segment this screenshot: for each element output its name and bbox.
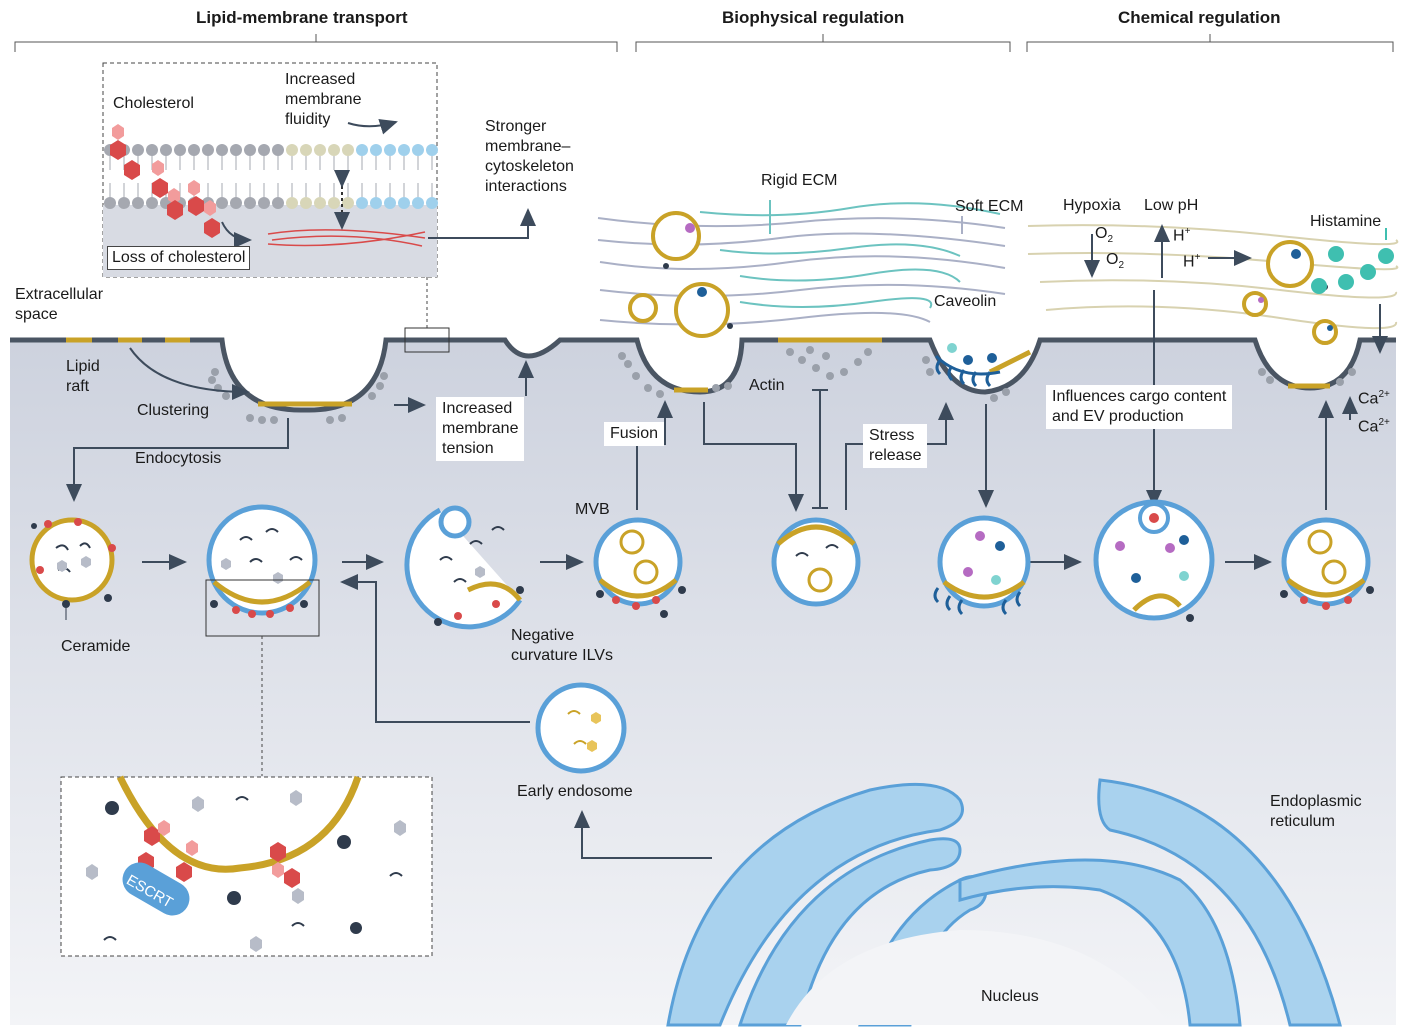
chemical-vesicle-large (1093, 499, 1215, 622)
budding-endosome (404, 505, 524, 630)
stronger-label: Stronger membrane– cytoskeleton interact… (485, 118, 574, 195)
actin-label: Actin (749, 377, 785, 394)
histamine-molecules (1311, 246, 1394, 294)
fluidity-label: Increased membrane fluidity (285, 71, 362, 128)
o2-label-lower: O2 (1106, 251, 1125, 272)
influences-label: Influences cargo content and EV producti… (1046, 385, 1233, 429)
clustering-label: Clustering (137, 402, 210, 419)
ca-label-upper: Ca2+ (1358, 389, 1390, 408)
center-vesicle (771, 517, 861, 607)
ca-label-lower: Ca2+ (1358, 417, 1390, 436)
header-chemical: Chemical regulation (1118, 8, 1281, 27)
mvb-vesicle (593, 517, 686, 618)
endosome-stage (205, 504, 320, 637)
header-biophysical: Biophysical regulation (722, 8, 905, 27)
bilayer-heads-top (104, 144, 438, 209)
hypoxia-label: Hypoxia (1063, 197, 1121, 214)
header-lipid: Lipid-membrane transport (196, 8, 408, 27)
loss-cholesterol-label: Loss of cholesterol (107, 246, 251, 270)
inset-source-box (404, 327, 450, 353)
cholesterol-molecules (110, 124, 220, 238)
chemical-vesicle-right (1280, 517, 1374, 610)
endocytosis-label: Endocytosis (135, 450, 222, 467)
ceramide-label: Ceramide (61, 638, 131, 655)
caveolin-label: Caveolin (934, 293, 997, 310)
rigid-ecm-label: Rigid ECM (761, 172, 838, 189)
soft-ecm-label: Soft ECM (955, 198, 1024, 215)
h-plus-label-upper: H+ (1173, 226, 1191, 245)
ecm-vesicles (628, 211, 1338, 345)
endoplasmic-label: Endoplasmic reticulum (1270, 793, 1362, 830)
cholesterol-label: Cholesterol (113, 95, 194, 112)
ceramide-vesicle (29, 517, 116, 620)
escrt-cholesterol (138, 820, 300, 888)
early-endosome-vesicle (535, 682, 627, 774)
caveolin-vesicle (933, 515, 1031, 616)
inset-actin (267, 229, 426, 247)
extracellular-label: Extracellular space (15, 286, 104, 323)
caveolin-structures (934, 354, 1001, 388)
lipid-rafts (66, 337, 1330, 407)
nucleus-label: Nucleus (981, 988, 1039, 1005)
escrt-particles (86, 790, 406, 952)
process-arrows (66, 224, 1388, 859)
header-brackets (14, 34, 1394, 52)
early-endosome-label: Early endosome (517, 783, 633, 800)
nucleus (786, 930, 1170, 1025)
escrt-complex (122, 862, 190, 916)
increased-tension-label: Increased membrane tension (436, 397, 525, 461)
mvb-label: MVB (575, 501, 610, 518)
stress-release-label: Stress release (863, 424, 928, 468)
low-ph-label: Low pH (1144, 197, 1199, 214)
fusion-label: Fusion (604, 422, 665, 446)
o2-label-upper: O2 (1095, 225, 1114, 246)
histamine-label: Histamine (1310, 213, 1382, 230)
h-plus-label-lower: H+ (1183, 252, 1201, 271)
actin-clusters (208, 346, 1356, 424)
lipid-raft-label: Lipid raft (66, 358, 100, 395)
negative-curvature-label: Negative curvature ILVs (511, 627, 613, 664)
chem-fibres (1027, 224, 1399, 330)
